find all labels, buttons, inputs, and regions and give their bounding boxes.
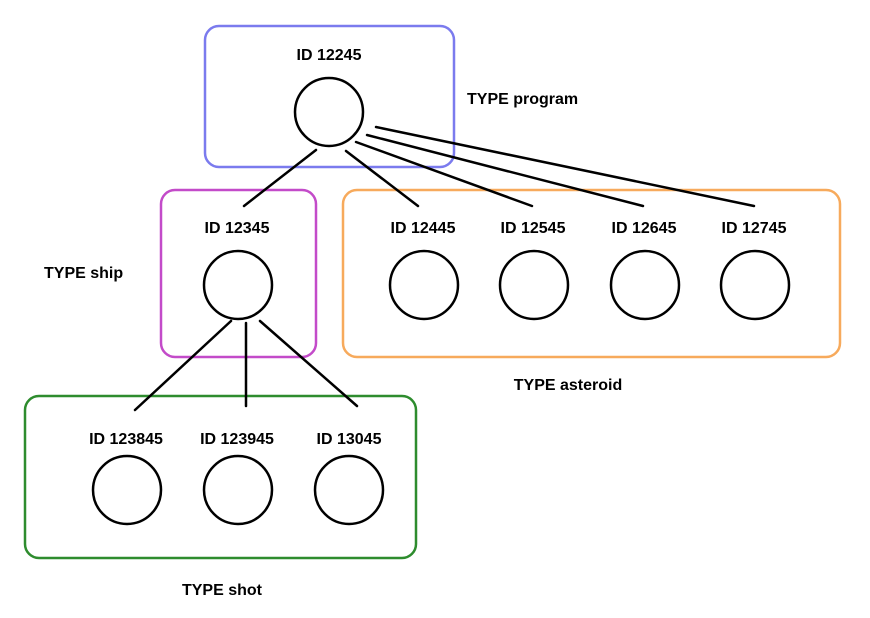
- edge-12245-12545: [354, 140, 534, 208]
- node-label-12745: ID 12745: [722, 220, 787, 237]
- edge-12245-12445: [344, 149, 420, 208]
- node-label-12445: ID 12445: [391, 220, 456, 237]
- node-12345: [202, 249, 274, 321]
- group-box-shot: [23, 394, 418, 560]
- edge-12345-13045: [258, 319, 359, 408]
- node-123845: [91, 454, 163, 526]
- type-label-ship: TYPE ship: [44, 265, 123, 282]
- edge-12245-12745: [374, 125, 756, 208]
- node-12545: [498, 249, 570, 321]
- node-12645: [609, 249, 681, 321]
- type-label-asteroid: TYPE asteroid: [514, 377, 622, 394]
- node-label-123945: ID 123945: [200, 431, 274, 448]
- type-label-shot: TYPE shot: [182, 582, 263, 599]
- group-box-ship: [159, 188, 318, 359]
- edge-12345-123845: [133, 319, 233, 412]
- edge-12245-12345: [242, 148, 318, 208]
- node-12745: [719, 249, 791, 321]
- node-label-13045: ID 13045: [317, 431, 382, 448]
- node-12445: [388, 249, 460, 321]
- node-label-12645: ID 12645: [612, 220, 677, 237]
- node-13045: [313, 454, 385, 526]
- node-label-123845: ID 123845: [89, 431, 163, 448]
- group-box-asteroid: [341, 188, 842, 359]
- node-12245: [293, 76, 365, 148]
- node-123945: [202, 454, 274, 526]
- type-label-program: TYPE program: [467, 91, 578, 108]
- edge-12245-12645: [365, 133, 645, 208]
- node-label-12345: ID 12345: [205, 220, 270, 237]
- node-label-12545: ID 12545: [501, 220, 566, 237]
- node-label-12245: ID 12245: [297, 47, 362, 64]
- group-box-program: [203, 24, 456, 169]
